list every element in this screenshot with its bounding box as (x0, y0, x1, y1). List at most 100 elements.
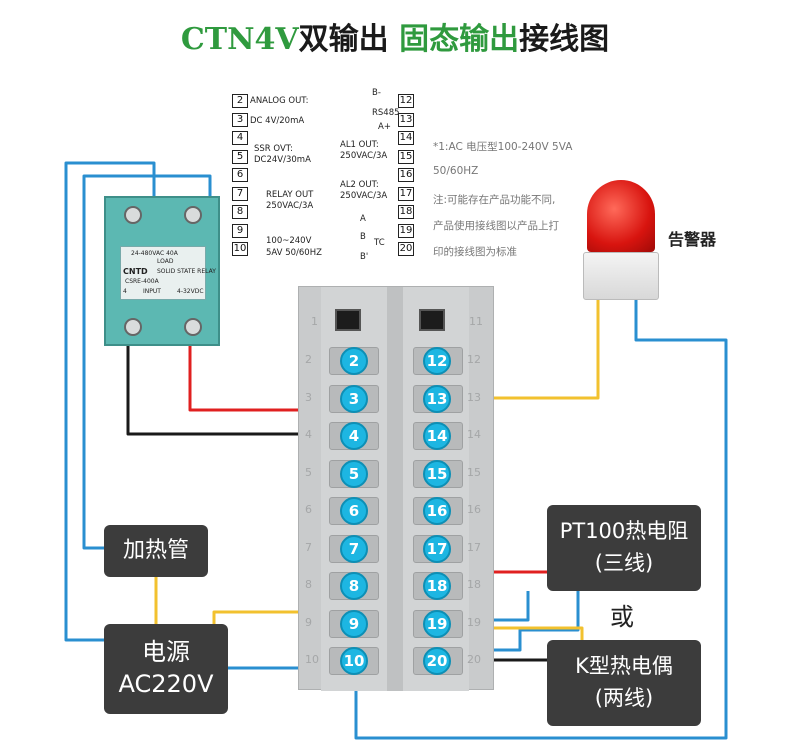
page-title: CTN4V双输出 固态输出接线图 (180, 22, 610, 57)
relay-model: CSRE-400A (125, 278, 159, 285)
pin-number: 2 (232, 94, 248, 108)
alarm-lamp-icon (587, 180, 655, 252)
screw-icon (184, 318, 202, 336)
note-line: 50/60HZ (433, 165, 479, 177)
terminal-12[interactable]: 12 (423, 347, 451, 375)
note-line: 产品使用接线图以产品上打 (433, 220, 559, 232)
relay-load: LOAD (157, 258, 174, 265)
terminal-ghost-number: 14 (467, 428, 481, 441)
terminal-9[interactable]: 9 (340, 609, 368, 638)
terminal-14[interactable]: 14 (423, 422, 451, 450)
power-box: 电源 AC220V (104, 624, 228, 714)
terminal-3[interactable]: 3 (340, 384, 368, 413)
wire-black-relay-t4 (126, 346, 352, 436)
pin-number: 6 (232, 168, 248, 182)
ssr-out-label: SSR OVT: (254, 144, 293, 154)
relay-pin-4: 4 (123, 288, 127, 295)
relay-out-label: RELAY OUT (266, 190, 314, 200)
pin-number: 3 (232, 112, 248, 127)
pin-number: 13 (398, 112, 414, 127)
analog-spec-label: DC 4V/20mA (250, 116, 305, 126)
terminal-divider (387, 287, 403, 691)
terminal-2[interactable]: 2 (340, 347, 368, 375)
terminal-ghost-number: 18 (467, 578, 481, 591)
terminal-5[interactable]: 5 (340, 459, 368, 488)
terminal-15[interactable]: 15 (423, 459, 451, 488)
terminal-4[interactable]: 4 (340, 422, 368, 450)
ktc-box: K型热电偶 (两线) (547, 640, 701, 726)
pin-number: 18 (398, 205, 414, 219)
pin-number: 14 (398, 131, 414, 145)
terminal-13[interactable]: 13 (423, 384, 451, 413)
terminal-20[interactable]: 20 (423, 647, 451, 675)
a-plus-label: A+ (378, 122, 391, 132)
terminal-ghost-number: 9 (305, 615, 312, 629)
note-line: *1:AC 电压型100-240V 5VA (433, 141, 573, 153)
pin-number: 9 (232, 223, 248, 238)
al1-spec-label: 250VAC/3A (340, 151, 388, 161)
terminal-ghost-number: 17 (467, 540, 481, 554)
terminal-ghost-number: 3 (305, 390, 312, 404)
ktc-label-line2: (两线) (594, 686, 654, 710)
pin-number: 10 (232, 242, 248, 256)
pin-number: 19 (398, 223, 414, 238)
analog-out-label: ANALOG OUT: (250, 96, 309, 106)
relay-rating: 24-480VAC 40A (131, 250, 178, 257)
solid-state-relay: 24-480VAC 40A LOAD CNTD SOLID STATE RELA… (104, 196, 220, 346)
pt100-label-line1: PT100热电阻 (559, 519, 689, 543)
terminal-8[interactable]: 8 (340, 572, 368, 600)
terminal-1-slot (335, 309, 361, 331)
relay-input: INPUT (143, 288, 161, 295)
pin-number: 8 (232, 205, 248, 219)
relay-spec-label: 250VAC/3A (266, 201, 314, 211)
relay-type: SOLID STATE RELAY (157, 268, 216, 275)
terminal-7[interactable]: 7 (340, 534, 368, 563)
pin-number: 5 (232, 149, 248, 164)
terminal-1-number: 1 (311, 315, 318, 328)
pin-number: 16 (398, 168, 414, 182)
al2-spec-label: 250VAC/3A (340, 191, 388, 201)
pt100-box: PT100热电阻 (三线) (547, 505, 701, 591)
terminal-ghost-number: 4 (305, 428, 312, 441)
relay-label-plate: 24-480VAC 40A LOAD CNTD SOLID STATE RELA… (120, 246, 216, 300)
pin-number: 17 (398, 186, 414, 201)
relay-input-range: 4-32VDC (177, 288, 204, 295)
terminal-19[interactable]: 19 (423, 609, 451, 638)
pt100-label-line2: (三线) (594, 551, 654, 575)
terminal-17[interactable]: 17 (423, 534, 451, 563)
terminal-6[interactable]: 6 (340, 497, 368, 525)
terminal-ghost-number: 15 (467, 465, 481, 479)
terminal-ghost-number: 5 (305, 465, 312, 479)
rs485-label: RS485 (372, 108, 400, 118)
terminal-ghost-number: 20 (467, 653, 481, 666)
heater-box: 加热管 (104, 525, 208, 577)
screw-icon (184, 206, 202, 224)
or-label: 或 (610, 603, 634, 631)
wire-blue-heater-relay (82, 174, 212, 550)
alarm-lamp-base (583, 252, 659, 300)
al1-out-label: AL1 OUT: (340, 140, 379, 150)
terminal-ghost-number: 19 (467, 615, 481, 629)
ktc-label-line1: K型热电偶 (575, 654, 673, 678)
power-range-label: 100~240V (266, 236, 312, 246)
terminal-ghost-number: 2 (305, 353, 312, 366)
b-prime-label: B' (360, 252, 369, 262)
power-label-line2: AC220V (118, 670, 214, 698)
pin-number: 7 (232, 186, 248, 201)
terminal-ghost-number: 16 (467, 503, 481, 516)
pin-number: 12 (398, 94, 414, 108)
terminal-18[interactable]: 18 (423, 572, 451, 600)
terminal-ghost-number: 8 (305, 578, 312, 591)
screw-icon (124, 318, 142, 336)
b-label: B (360, 232, 366, 242)
b-minus-label: B- (372, 88, 381, 98)
terminal-16[interactable]: 16 (423, 497, 451, 525)
terminal-ghost-number: 13 (467, 390, 481, 404)
wire-blue-alarm-t10 (354, 300, 728, 740)
terminal-11-number: 11 (469, 315, 483, 328)
pin-number: 4 (232, 131, 248, 145)
note-line: 印的接线图为标准 (433, 246, 517, 258)
terminal-10[interactable]: 10 (340, 647, 368, 675)
screw-icon (124, 206, 142, 224)
tc-label: TC (374, 238, 385, 248)
